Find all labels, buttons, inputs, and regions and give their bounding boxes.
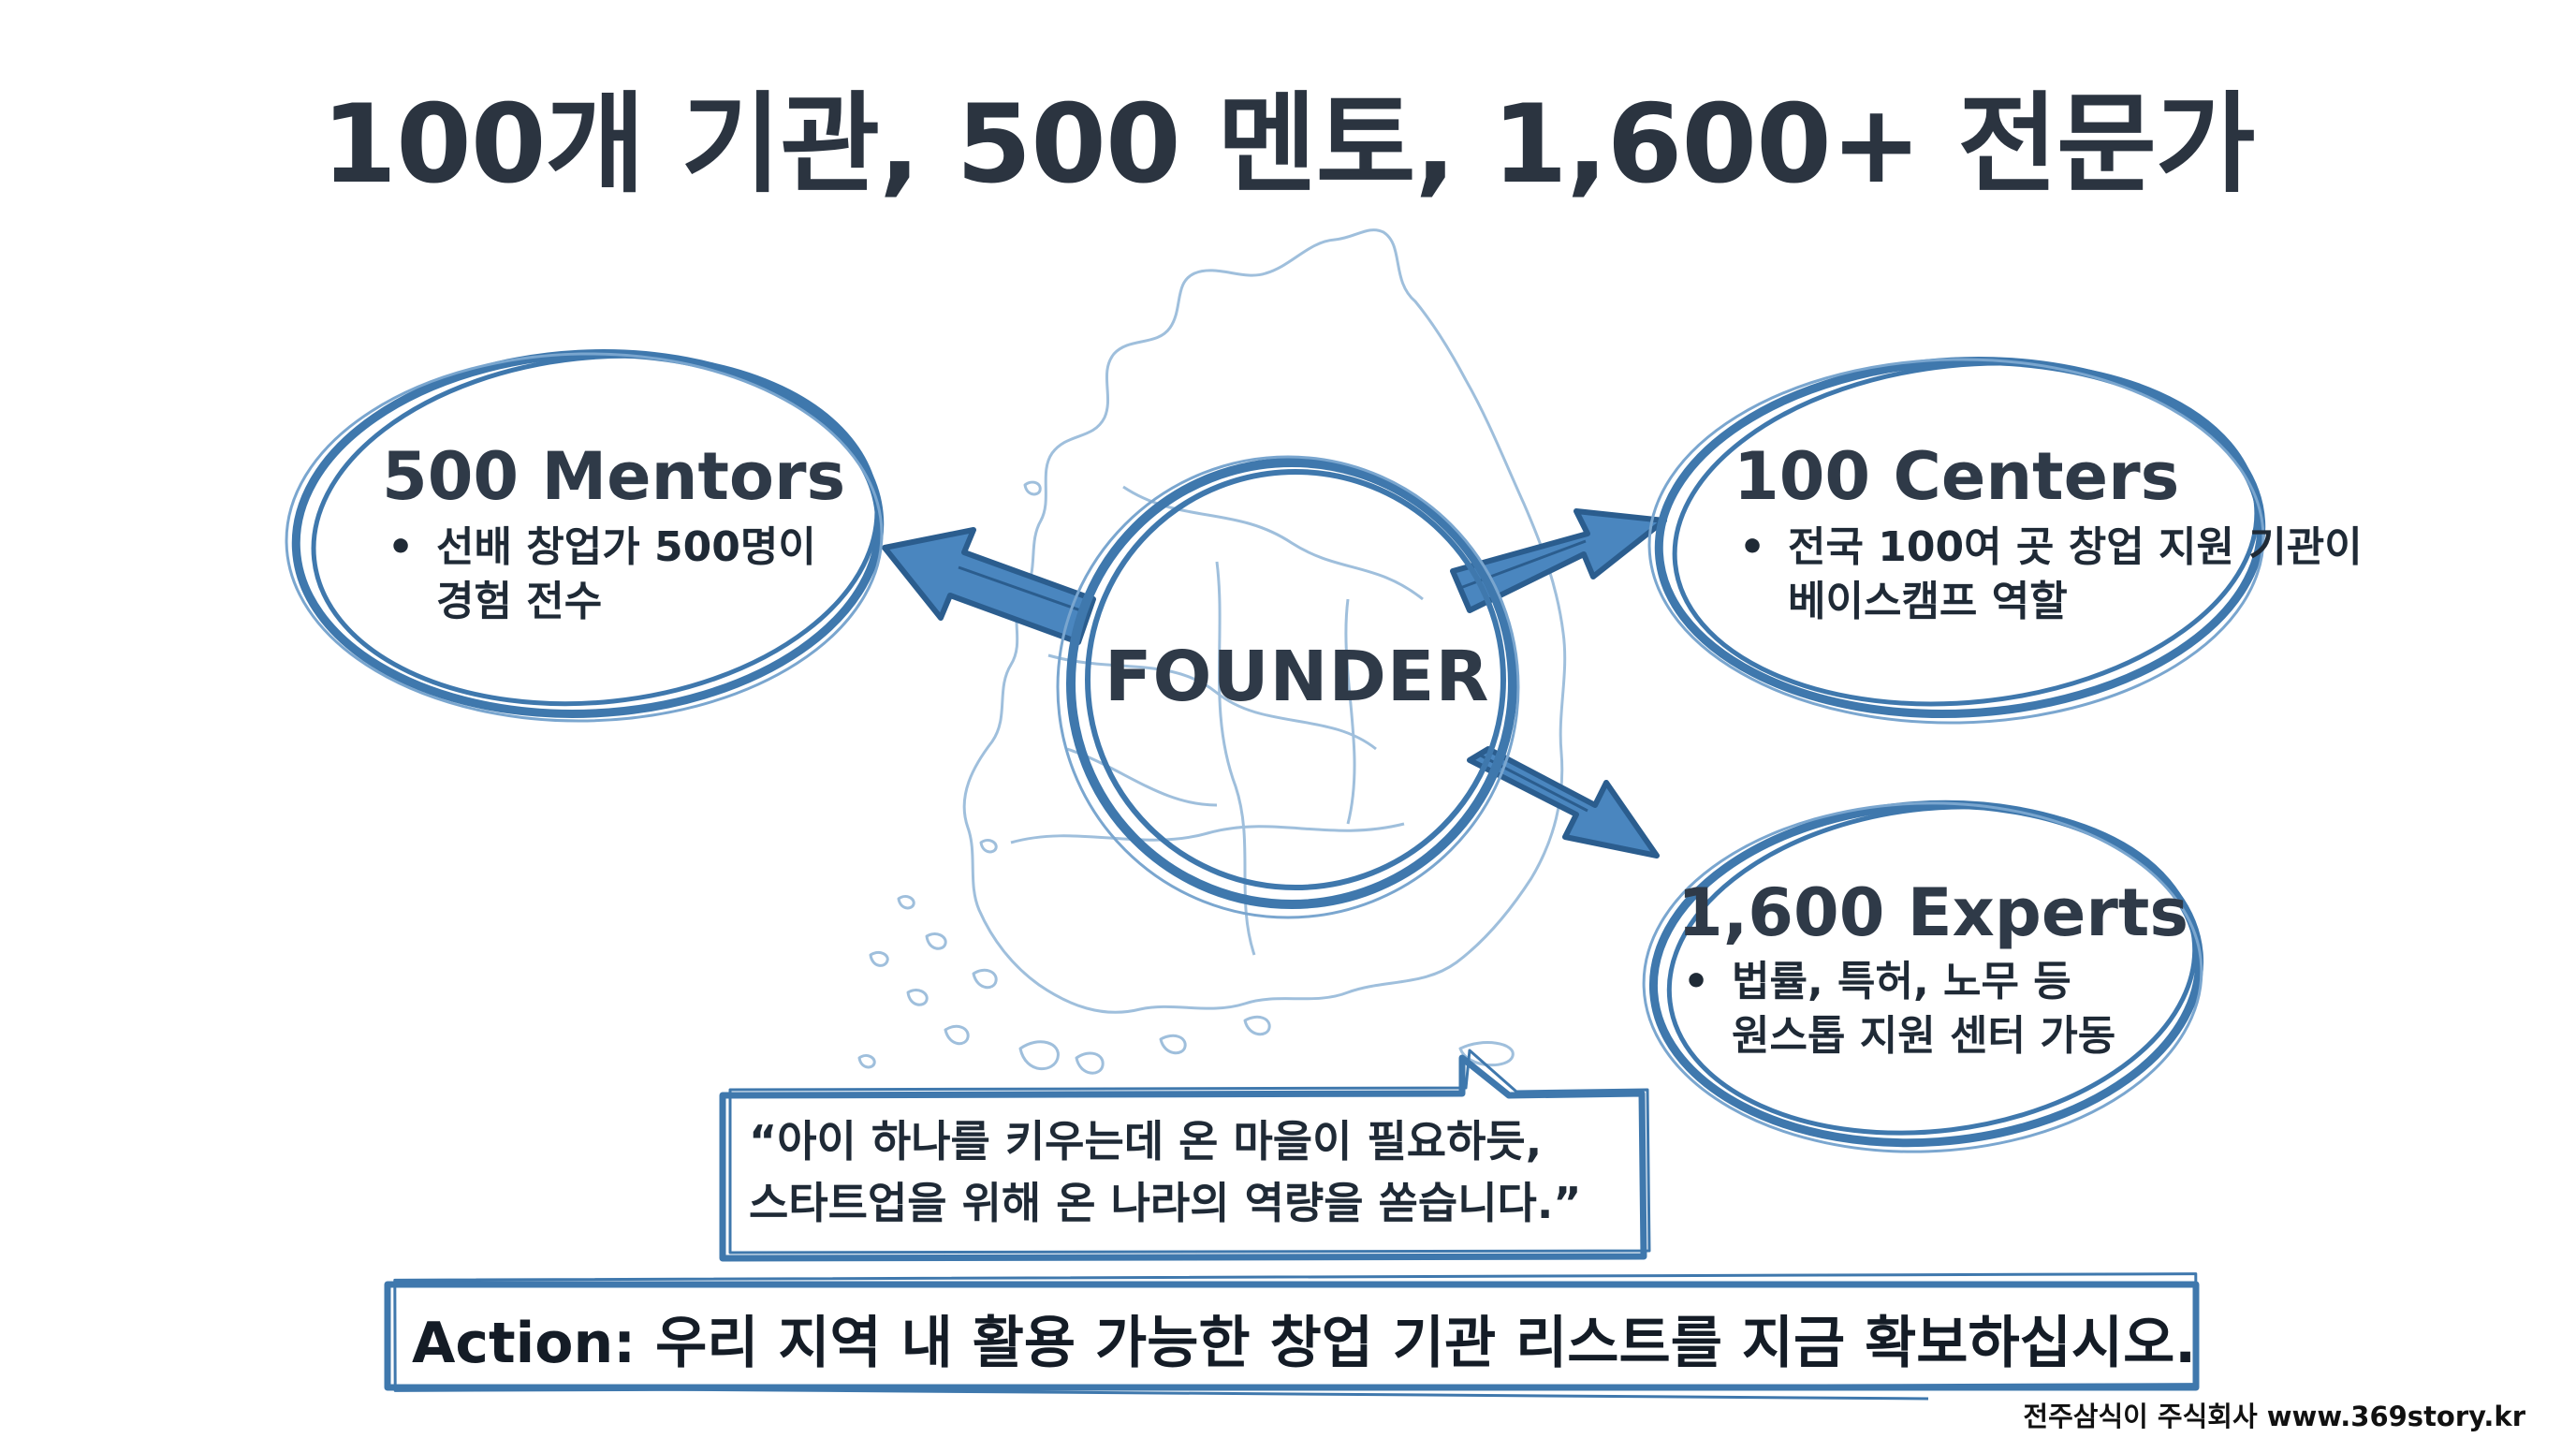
mentors-heading: 500 Mentors <box>382 438 846 515</box>
experts-bullets: 법률, 특허, 노무 등 원스톱 지원 센터 가동 <box>1677 955 2202 1064</box>
page-title: 100개 기관, 500 멘토, 1,600+ 전문가 <box>321 81 2255 208</box>
arrow-to-mentors-icon <box>882 527 1096 645</box>
quote-text: “아이 하나를 키우는데 온 마을이 필요하듯, 스타트업을 위해 온 나라의 … <box>749 1116 1582 1228</box>
action-text: Action: 우리 지역 내 활용 가능한 창업 기관 리스트를 지금 확보하… <box>412 1311 2197 1376</box>
centers-bullet: 전국 100여 곳 창업 지원 기관이 베이스캠프 역할 <box>1734 521 2408 629</box>
quote-bubble <box>719 1049 1651 1262</box>
founder-label: FOUNDER <box>1105 637 1490 717</box>
experts-heading: 1,600 Experts <box>1677 874 2188 951</box>
centers-bullets: 전국 100여 곳 창업 지원 기관이 베이스캠프 역할 <box>1734 521 2408 629</box>
centers-heading: 100 Centers <box>1734 438 2180 515</box>
credit-text: 전주삼식이 주식회사 www.369story.kr <box>2023 1401 2525 1432</box>
experts-bullet: 법률, 특허, 노무 등 원스톱 지원 센터 가동 <box>1677 955 2202 1064</box>
mentors-bullet: 선배 창업가 500명이 경험 전수 <box>382 521 906 629</box>
action-box <box>384 1272 2200 1401</box>
founder-ring <box>1056 455 1520 919</box>
mentors-bullets: 선배 창업가 500명이 경험 전수 <box>382 521 906 629</box>
korea-map-icon <box>857 228 1567 1075</box>
